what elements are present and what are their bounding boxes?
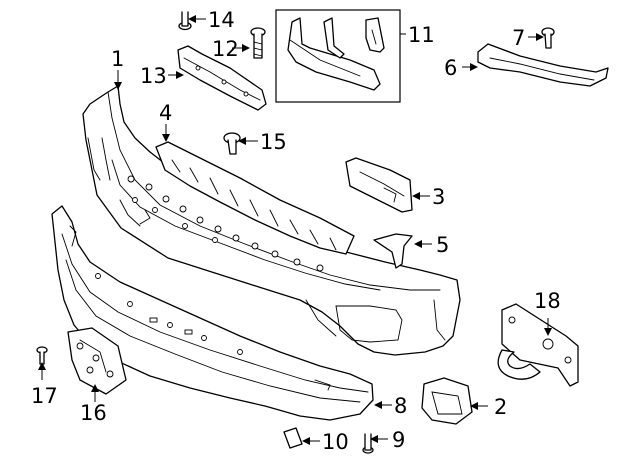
callout-8: 8 <box>394 394 407 418</box>
callout-6: 6 <box>444 56 457 80</box>
part-18-tow-hook <box>497 303 579 387</box>
callout-13: 13 <box>140 64 167 88</box>
callout-3: 3 <box>432 185 445 209</box>
callout-labels: 1 2 3 4 5 6 7 8 9 10 11 12 13 14 15 16 1… <box>31 8 561 454</box>
callout-16: 16 <box>80 401 107 425</box>
part-17-bolt <box>36 346 48 365</box>
part-10-clip <box>283 427 303 449</box>
part-8-lower-valance <box>51 205 374 421</box>
callout-5: 5 <box>436 233 449 257</box>
callout-18: 18 <box>534 289 561 313</box>
callout-9: 9 <box>392 428 405 452</box>
callout-2: 2 <box>494 395 507 419</box>
part-2-fog-bezel <box>421 377 473 425</box>
part-13-upper-bracket <box>177 45 267 111</box>
callout-15: 15 <box>260 130 287 154</box>
callout-11: 11 <box>408 23 435 47</box>
callout-12: 12 <box>212 37 239 61</box>
callout-7: 7 <box>512 26 525 50</box>
callout-10: 10 <box>322 430 349 454</box>
part-14-bolt <box>178 11 192 31</box>
part-12-bolt <box>250 27 266 59</box>
leader-lines <box>38 15 552 445</box>
callout-4: 4 <box>159 101 172 125</box>
part-7-clip <box>541 27 555 49</box>
part-16-bracket <box>67 327 127 395</box>
part-6-side-strip <box>477 43 609 87</box>
part-9-bolt <box>362 433 374 454</box>
part-3-bracket <box>345 157 413 213</box>
callout-17: 17 <box>31 384 58 408</box>
part-5-bracket <box>373 233 413 269</box>
part-11-brackets-box <box>275 9 401 103</box>
part-15-clip <box>223 132 241 155</box>
part-4-upper-strip <box>155 141 355 255</box>
callout-14: 14 <box>208 8 235 32</box>
callout-1: 1 <box>111 47 124 71</box>
